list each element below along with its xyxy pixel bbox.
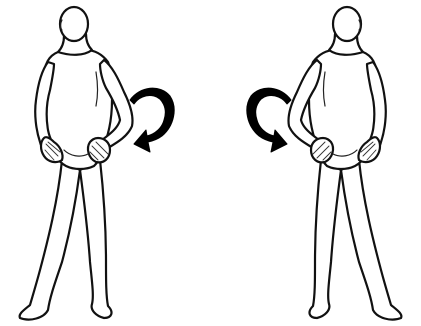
right-leg — [80, 160, 111, 318]
head — [60, 7, 88, 41]
standing-person-figure-left — [20, 7, 133, 320]
left-leg — [341, 160, 401, 320]
figure-canvas-right — [211, 0, 421, 326]
curved-arrow-icon-right — [247, 88, 291, 152]
curved-arrow-icon-left — [130, 88, 174, 152]
figure-canvas-left — [0, 0, 210, 326]
head — [333, 7, 361, 41]
right-leg — [310, 160, 341, 318]
right-hand — [311, 138, 333, 162]
left-leg — [20, 160, 80, 320]
torso-rotation-panel-right — [211, 0, 421, 326]
right-hand — [88, 138, 110, 162]
torso-rotation-panel-left — [0, 0, 210, 326]
standing-person-figure-right — [288, 7, 401, 320]
